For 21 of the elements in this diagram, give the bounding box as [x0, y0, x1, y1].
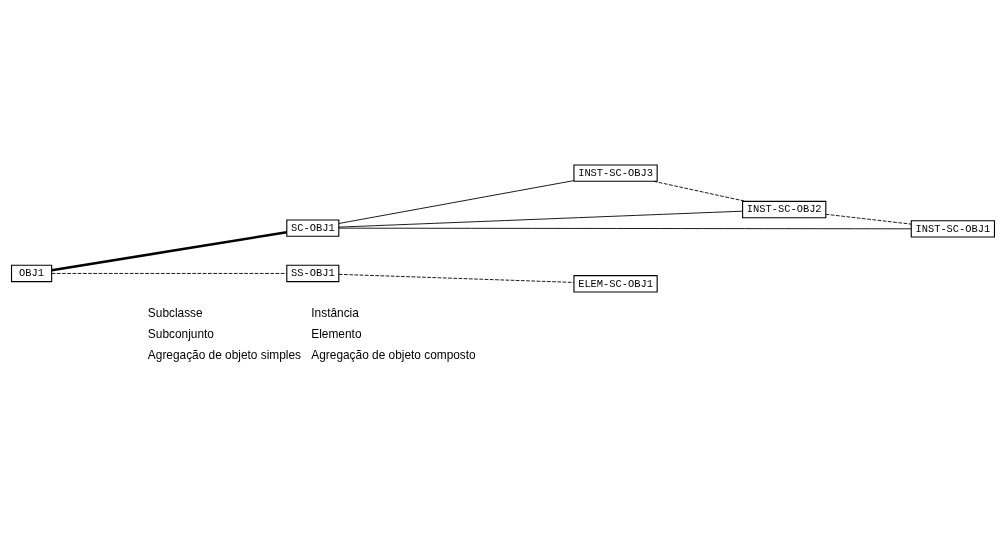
legend-label: Subclasse — [147, 305, 203, 320]
connector — [338, 273, 575, 283]
node-box: INST-SC-OBJ2 — [742, 200, 827, 218]
legend-label: Elemento — [311, 326, 362, 341]
connector — [51, 272, 288, 274]
connector — [51, 230, 287, 272]
legend-label: Agregação de objeto composto — [311, 347, 476, 362]
connector — [825, 213, 912, 225]
node-box: INST-SC-OBJ1 — [910, 219, 996, 238]
node-box: SS-OBJ1 — [286, 264, 340, 282]
connector — [653, 180, 747, 202]
connector — [338, 179, 575, 224]
connector — [338, 227, 912, 229]
legend-label: Subconjunto — [147, 326, 214, 341]
legend-label: Instância — [311, 305, 359, 320]
node-box: ELEM-SC-OBJ1 — [573, 274, 658, 293]
legend-label: Agregação de objeto simples — [147, 347, 302, 362]
node-box: INST-SC-OBJ3 — [573, 163, 658, 182]
connector — [338, 210, 743, 228]
node-box: SC-OBJ1 — [286, 218, 340, 237]
node-box: OBJ1 — [10, 264, 53, 282]
